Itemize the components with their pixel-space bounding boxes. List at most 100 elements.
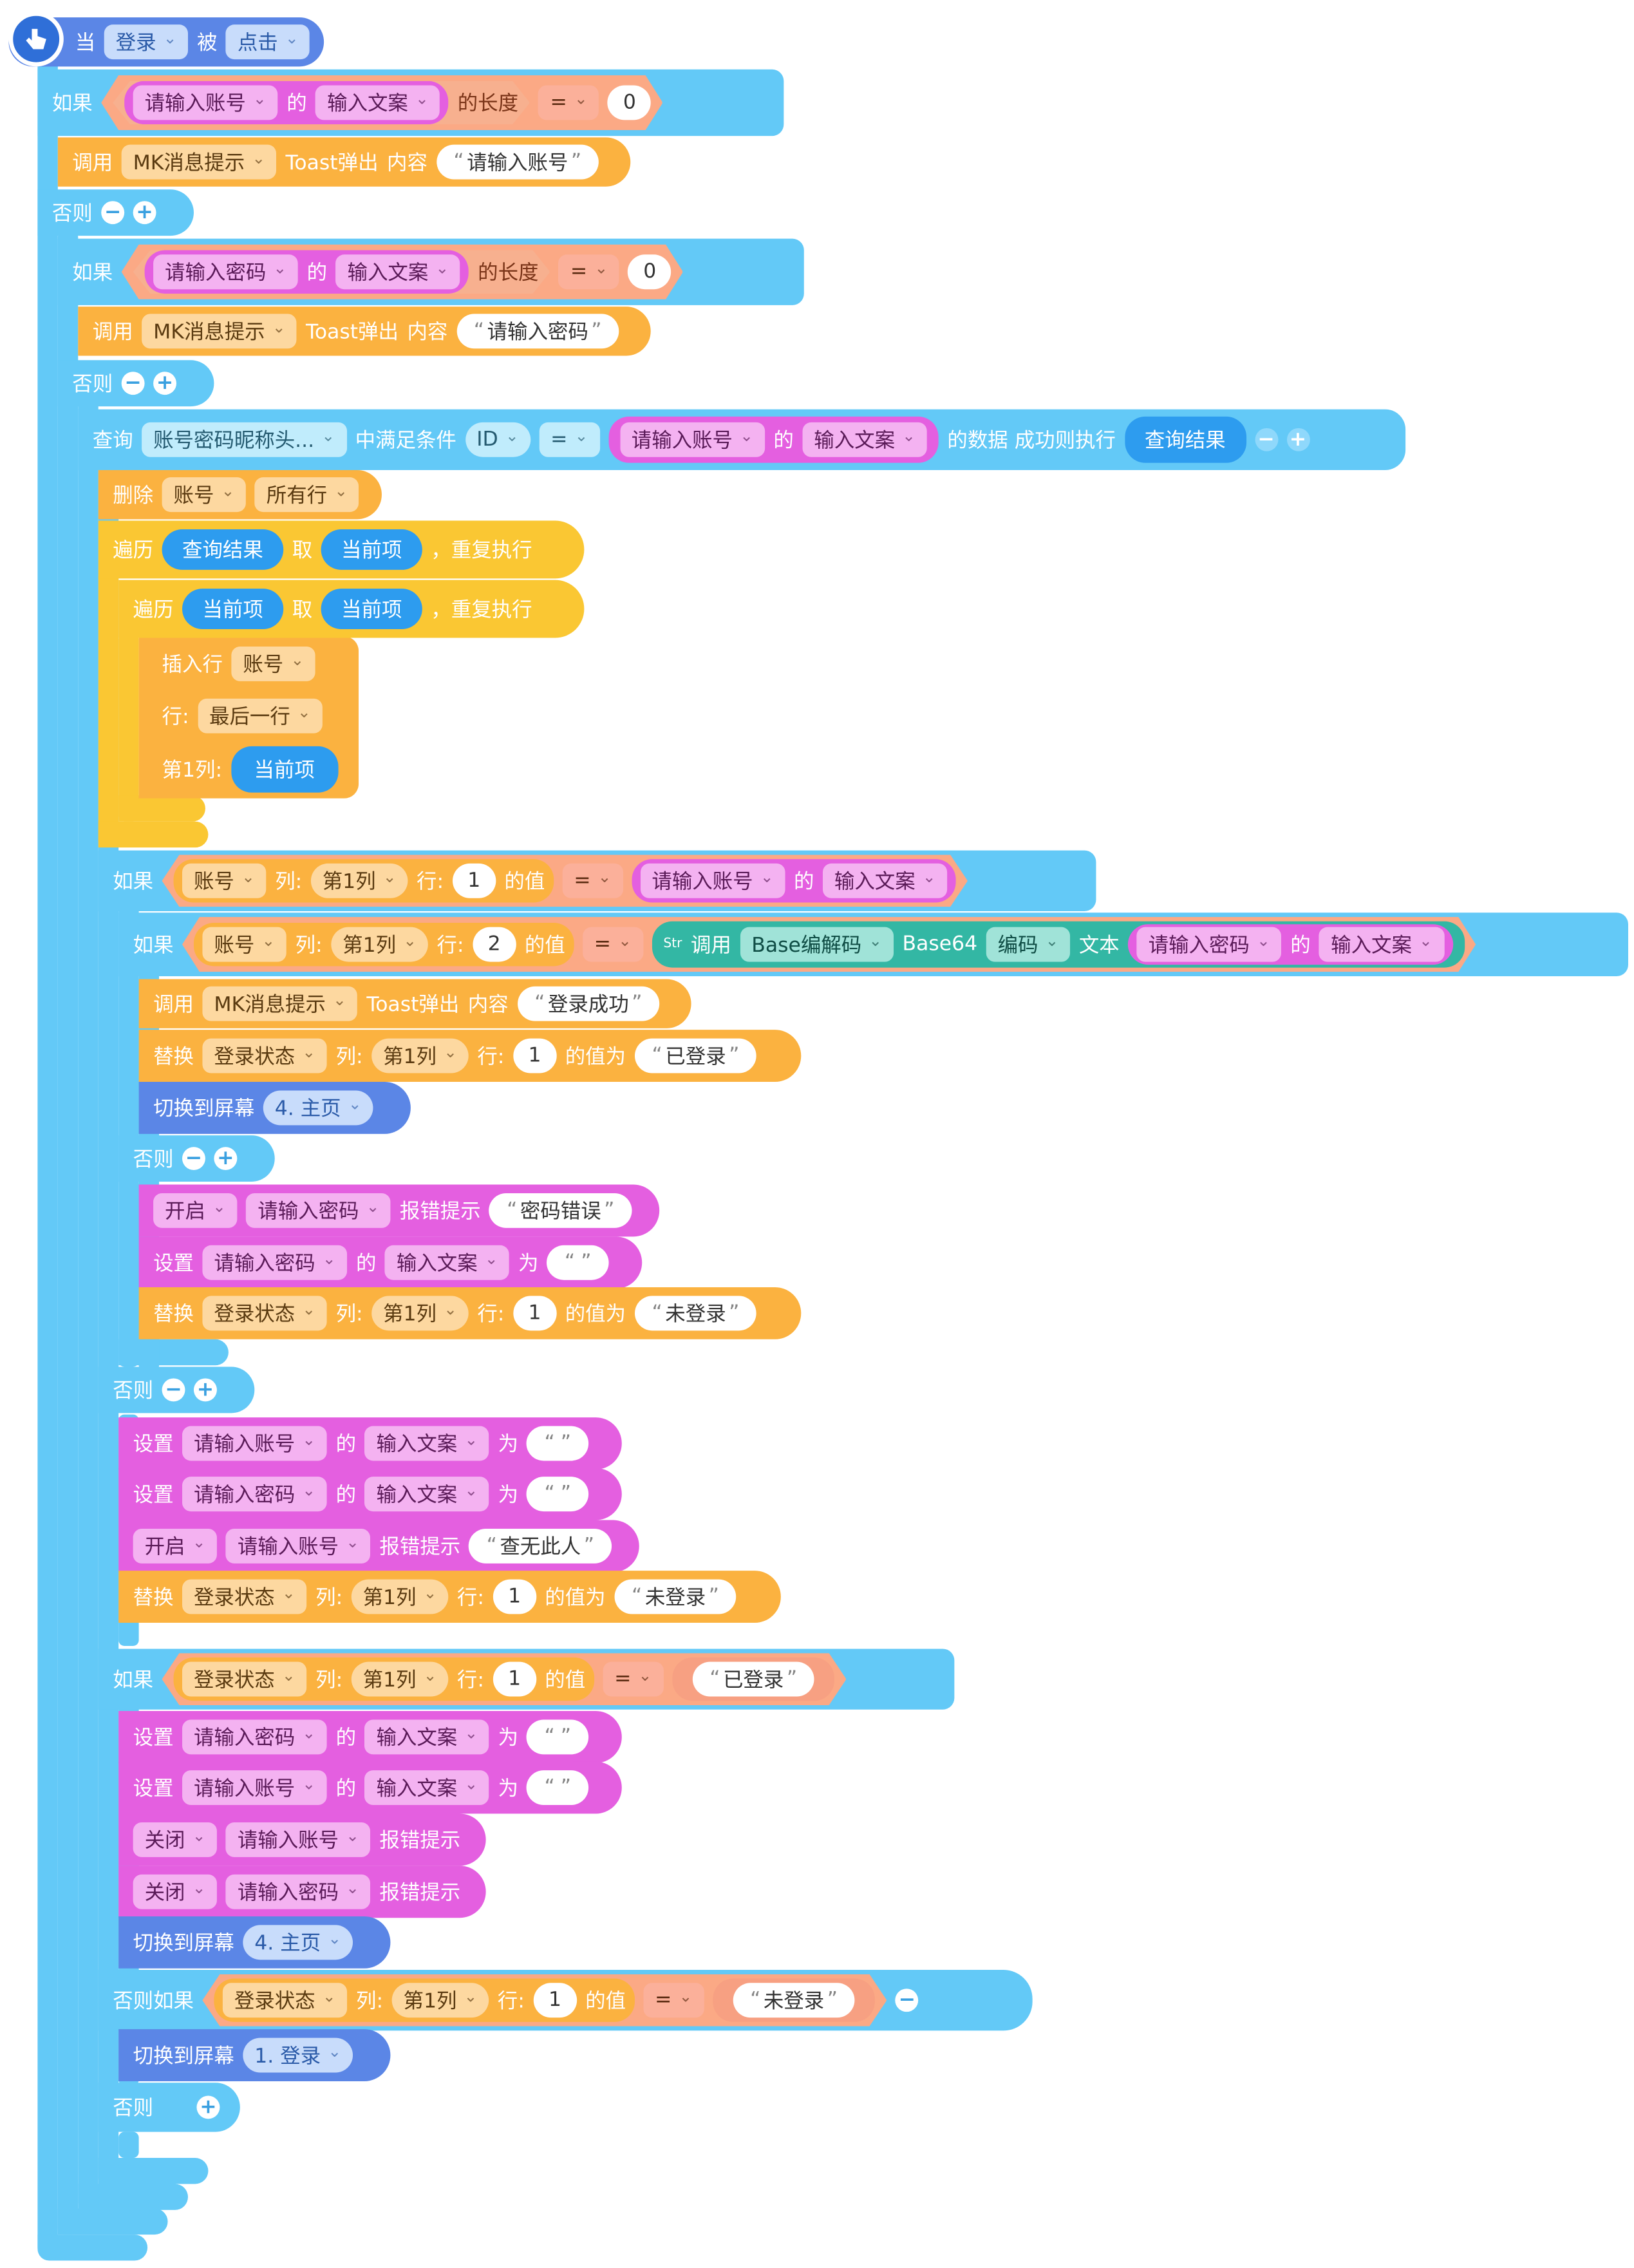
- password-input-select[interactable]: 请输入密码: [202, 1245, 348, 1280]
- query-result-var[interactable]: 查询结果: [162, 529, 284, 570]
- base-decoder-select[interactable]: Base编解码: [740, 927, 894, 962]
- empty-string[interactable]: [527, 1477, 589, 1512]
- if-password-empty[interactable]: 如果 请输入密码 的 输入文案 的长度 = 0: [57, 238, 804, 305]
- remove-branch-icon[interactable]: −: [182, 1147, 205, 1171]
- all-rows-select[interactable]: 所有行: [254, 477, 359, 513]
- not-logged-in-string[interactable]: 未登录: [733, 1983, 855, 2018]
- compare-block[interactable]: 登录状态 列: 第1列 行: 1 的值 = 已登录: [162, 1653, 847, 1705]
- cell-value-block[interactable]: 登录状态 列: 第1列 行: 1 的值: [174, 1658, 594, 1701]
- else-row-5[interactable]: 否则 +: [98, 2083, 240, 2132]
- input-text-select[interactable]: 输入文案: [364, 1477, 490, 1512]
- zero-number[interactable]: 0: [628, 254, 671, 289]
- zero-number[interactable]: 0: [608, 86, 651, 120]
- compare-block[interactable]: 登录状态 列: 第1列 行: 1 的值 = 未登录: [202, 1974, 887, 2027]
- logged-in-string[interactable]: 已登录: [634, 1038, 757, 1073]
- close-password-error[interactable]: 关闭 请输入密码 报错提示: [118, 1866, 486, 1918]
- get-text-block[interactable]: 请输入账号 的 输入文案: [124, 81, 449, 124]
- mk-msg-select[interactable]: MK消息提示: [202, 986, 358, 1021]
- eq-select[interactable]: =: [643, 1983, 704, 2018]
- elseif-not-logged-in[interactable]: 否则如果 登录状态 列: 第1列 行: 1 的值 = 未登录 −: [98, 1970, 1033, 2031]
- string-wrap[interactable]: 已登录: [672, 1658, 835, 1701]
- row-number[interactable]: 1: [493, 1579, 536, 1614]
- table-select[interactable]: 账号密码昵称头...: [142, 422, 347, 457]
- eq-select[interactable]: =: [539, 422, 600, 457]
- password-input-select[interactable]: 请输入密码: [153, 254, 298, 289]
- remove-branch-icon[interactable]: −: [162, 1378, 185, 1402]
- else-row-1[interactable]: 否则 − +: [37, 189, 194, 236]
- last-row-select[interactable]: 最后一行: [198, 698, 323, 733]
- login-state-select[interactable]: 登录状态: [202, 1296, 328, 1331]
- row-number[interactable]: 1: [512, 1296, 557, 1331]
- account-input-select[interactable]: 请输入账号: [640, 864, 785, 898]
- eq-select[interactable]: =: [603, 1662, 663, 1697]
- input-text-select[interactable]: 输入文案: [364, 1719, 490, 1755]
- toast-login-success[interactable]: 调用 MK消息提示 Toast弹出 内容 登录成功: [138, 979, 691, 1028]
- field-id-select[interactable]: ID: [465, 422, 531, 457]
- event-action-select[interactable]: 点击: [225, 24, 310, 60]
- current-item-var[interactable]: 当前项: [230, 746, 338, 793]
- remove-param-icon[interactable]: −: [1254, 428, 1278, 451]
- password-input-select[interactable]: 请输入密码: [182, 1477, 328, 1512]
- password-input-select[interactable]: 请输入密码: [225, 1874, 371, 1909]
- string-wrap[interactable]: 未登录: [713, 1979, 876, 2022]
- if-account-match[interactable]: 如果 账号 列: 第1列 行: 1 的值 = 请输入账号 的 输入文案: [98, 850, 1096, 911]
- input-text-select[interactable]: 输入文案: [802, 422, 927, 457]
- account-input-select[interactable]: 请输入账号: [133, 86, 278, 120]
- set-password-empty-2[interactable]: 设置 请输入密码 的 输入文案 为: [118, 1468, 622, 1520]
- mk-msg-select[interactable]: MK消息提示: [121, 144, 277, 180]
- screen-select[interactable]: 4. 主页: [243, 1925, 353, 1960]
- else-row-3[interactable]: 否则 − +: [118, 1135, 275, 1182]
- length-block[interactable]: 请输入密码 的 输入文案 的长度: [133, 250, 550, 294]
- encode-select[interactable]: 编码: [986, 927, 1071, 962]
- input-text-select[interactable]: 输入文案: [336, 254, 461, 289]
- cell-value-block[interactable]: 账号 列: 第1列 行: 2 的值: [194, 923, 574, 966]
- add-branch-icon[interactable]: +: [214, 1147, 238, 1171]
- event-component-select[interactable]: 登录: [104, 24, 189, 60]
- get-text-block[interactable]: 请输入密码 的 输入文案: [145, 250, 469, 294]
- login-state-select[interactable]: 登录状态: [182, 1662, 307, 1697]
- switch-screen-main-2[interactable]: 切换到屏幕 4. 主页: [118, 1916, 391, 1969]
- col1-select[interactable]: 第1列: [392, 1983, 489, 2018]
- open-select[interactable]: 开启: [133, 1529, 218, 1564]
- account-table-select[interactable]: 账号: [231, 646, 316, 681]
- add-branch-icon[interactable]: +: [133, 201, 156, 225]
- row-number[interactable]: 1: [533, 1983, 576, 2018]
- query-block[interactable]: 查询 账号密码昵称头... 中满足条件 ID = 请输入账号 的 输入文案 的数…: [78, 409, 1406, 470]
- add-branch-icon[interactable]: +: [153, 372, 177, 395]
- row-number[interactable]: 2: [473, 927, 516, 962]
- switch-screen-main-1[interactable]: 切换到屏幕 4. 主页: [138, 1082, 411, 1134]
- open-password-error[interactable]: 开启 请输入密码 报错提示 密码错误: [138, 1184, 660, 1237]
- empty-string[interactable]: [547, 1245, 609, 1280]
- login-state-select[interactable]: 登录状态: [182, 1579, 307, 1614]
- set-account-empty-1[interactable]: 设置 请输入账号 的 输入文案 为: [118, 1417, 622, 1469]
- col1-select[interactable]: 第1列: [371, 1296, 469, 1331]
- screen-select[interactable]: 1. 登录: [243, 2037, 353, 2073]
- col1-select[interactable]: 第1列: [331, 927, 428, 962]
- col1-select[interactable]: 第1列: [371, 1038, 469, 1073]
- add-branch-icon[interactable]: +: [196, 2095, 220, 2119]
- empty-string[interactable]: [527, 1426, 589, 1461]
- close-select[interactable]: 关闭: [133, 1822, 218, 1857]
- input-text-select[interactable]: 输入文案: [1319, 927, 1444, 962]
- eq-select[interactable]: =: [583, 927, 643, 962]
- open-account-error[interactable]: 开启 请输入账号 报错提示 查无此人: [118, 1520, 639, 1573]
- close-account-error[interactable]: 关闭 请输入账号 报错提示: [118, 1813, 486, 1866]
- current-item-var[interactable]: 当前项: [321, 529, 422, 570]
- else-row-2[interactable]: 否则 − +: [57, 360, 214, 407]
- not-logged-in-string[interactable]: 未登录: [614, 1579, 737, 1614]
- not-logged-in-string[interactable]: 未登录: [634, 1296, 757, 1331]
- compare-block[interactable]: 请输入密码 的 输入文案 的长度 = 0: [122, 245, 683, 299]
- row-number[interactable]: 1: [453, 864, 496, 898]
- password-input-select[interactable]: 请输入密码: [246, 1193, 391, 1228]
- foreach-current-item[interactable]: 遍历 当前项 取 当前项 ，重复执行: [118, 580, 585, 638]
- base64-call-block[interactable]: Str 调用 Base编解码 Base64 编码 文本 请输入密码 的 输入文案: [652, 921, 1464, 968]
- compare-block[interactable]: 账号 列: 第1列 行: 1 的值 = 请输入账号 的 输入文案: [162, 855, 968, 907]
- cell-value-block[interactable]: 登录状态 列: 第1列 行: 1 的值: [214, 1979, 634, 2022]
- add-branch-icon[interactable]: +: [193, 1378, 217, 1402]
- compare-block[interactable]: 账号 列: 第1列 行: 2 的值 = Str 调用 Base编解码 Base6…: [182, 917, 1476, 972]
- remove-branch-icon[interactable]: −: [121, 372, 145, 395]
- screen-select[interactable]: 4. 主页: [263, 1090, 373, 1126]
- open-select[interactable]: 开启: [153, 1193, 238, 1228]
- delete-all-rows[interactable]: 删除 账号 所有行: [98, 469, 382, 520]
- account-table-select[interactable]: 账号: [182, 864, 267, 898]
